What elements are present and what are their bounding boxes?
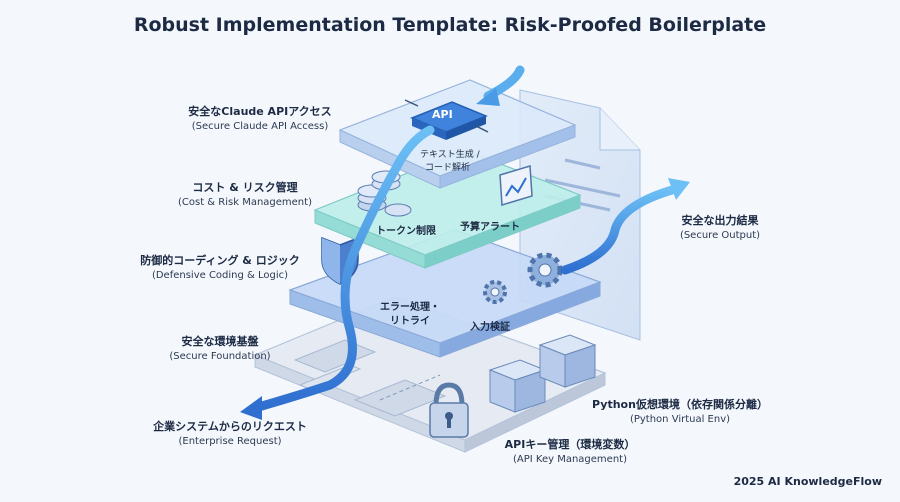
input-validation-label: 入力検証	[470, 322, 510, 333]
layer-label-en: (Secure Foundation)	[169, 351, 271, 362]
python-env-en: (Python Virtual Env)	[629, 414, 731, 425]
text-gen-label: テキスト生成 /	[420, 150, 480, 160]
code-parse-label: コード解析	[425, 163, 471, 173]
python-env-jp: Python仮想環境（依存関係分離）	[592, 398, 768, 411]
error-handling-label: エラー処理・	[380, 302, 440, 313]
padlock-icon	[429, 382, 469, 438]
python-env-label: Python仮想環境（依存関係分離） (Python Virtual Env)	[580, 396, 780, 425]
layer-label-cost-risk: コスト & リスク管理 (Cost & Risk Management)	[160, 179, 330, 208]
layer-label-en: (Defensive Coding & Logic)	[151, 270, 289, 281]
budget-alert-label: 予算アラート	[460, 222, 520, 233]
enterprise-request-label: 企業システムからのリクエスト (Enterprise Request)	[130, 418, 330, 447]
layer-label-defensive-coding: 防御的コーディング & ロジック (Defensive Coding & Log…	[125, 252, 315, 281]
layer-label-en: (Cost & Risk Management)	[178, 197, 312, 208]
request-label-jp: 企業システムからのリクエスト	[153, 420, 307, 433]
gear-small-icon	[483, 280, 507, 304]
gear-large-icon	[527, 252, 563, 288]
api-key-label: APIキー管理（環境変数） (API Key Management)	[485, 436, 655, 465]
output-flow-arrow	[560, 178, 690, 275]
defensive-coding-plate	[288, 229, 602, 358]
layer-label-jp: コスト & リスク管理	[192, 181, 298, 194]
python-env-icon	[488, 334, 597, 413]
retry-label: リトライ	[390, 316, 430, 327]
api-return-arrow	[476, 65, 525, 106]
api-chip-label: API	[432, 108, 453, 121]
api-key-en: (API Key Management)	[513, 454, 627, 465]
layer-label-en: (Secure Claude API Access)	[191, 121, 329, 132]
request-label-en: (Enterprise Request)	[178, 436, 282, 447]
request-flow-arrow	[240, 125, 435, 420]
layer-label-jp: 安全な環境基盤	[181, 335, 259, 348]
output-label-jp: 安全な出力結果	[681, 214, 759, 227]
layer-label-jp: 安全なClaude APIアクセス	[188, 105, 332, 118]
footer-credit: 2025 AI KnowledgeFlow	[733, 475, 882, 488]
api-key-jp: APIキー管理（環境変数）	[504, 438, 636, 451]
layer-label-jp: 防御的コーディング & ロジック	[140, 254, 300, 267]
page-title: Robust Implementation Template: Risk-Pro…	[133, 14, 767, 36]
output-label-en: (Secure Output)	[679, 230, 761, 241]
token-limit-label: トークン制限	[376, 226, 436, 237]
layer-label-api-access: 安全なClaude APIアクセス (Secure Claude API Acc…	[175, 103, 345, 132]
layer-label-foundation: 安全な環境基盤 (Secure Foundation)	[135, 333, 305, 362]
budget-chart-icon	[499, 165, 533, 206]
api-chip-icon	[404, 99, 489, 140]
shield-icon	[321, 236, 359, 285]
secure-output-label: 安全な出力結果 (Secure Output)	[660, 212, 780, 241]
